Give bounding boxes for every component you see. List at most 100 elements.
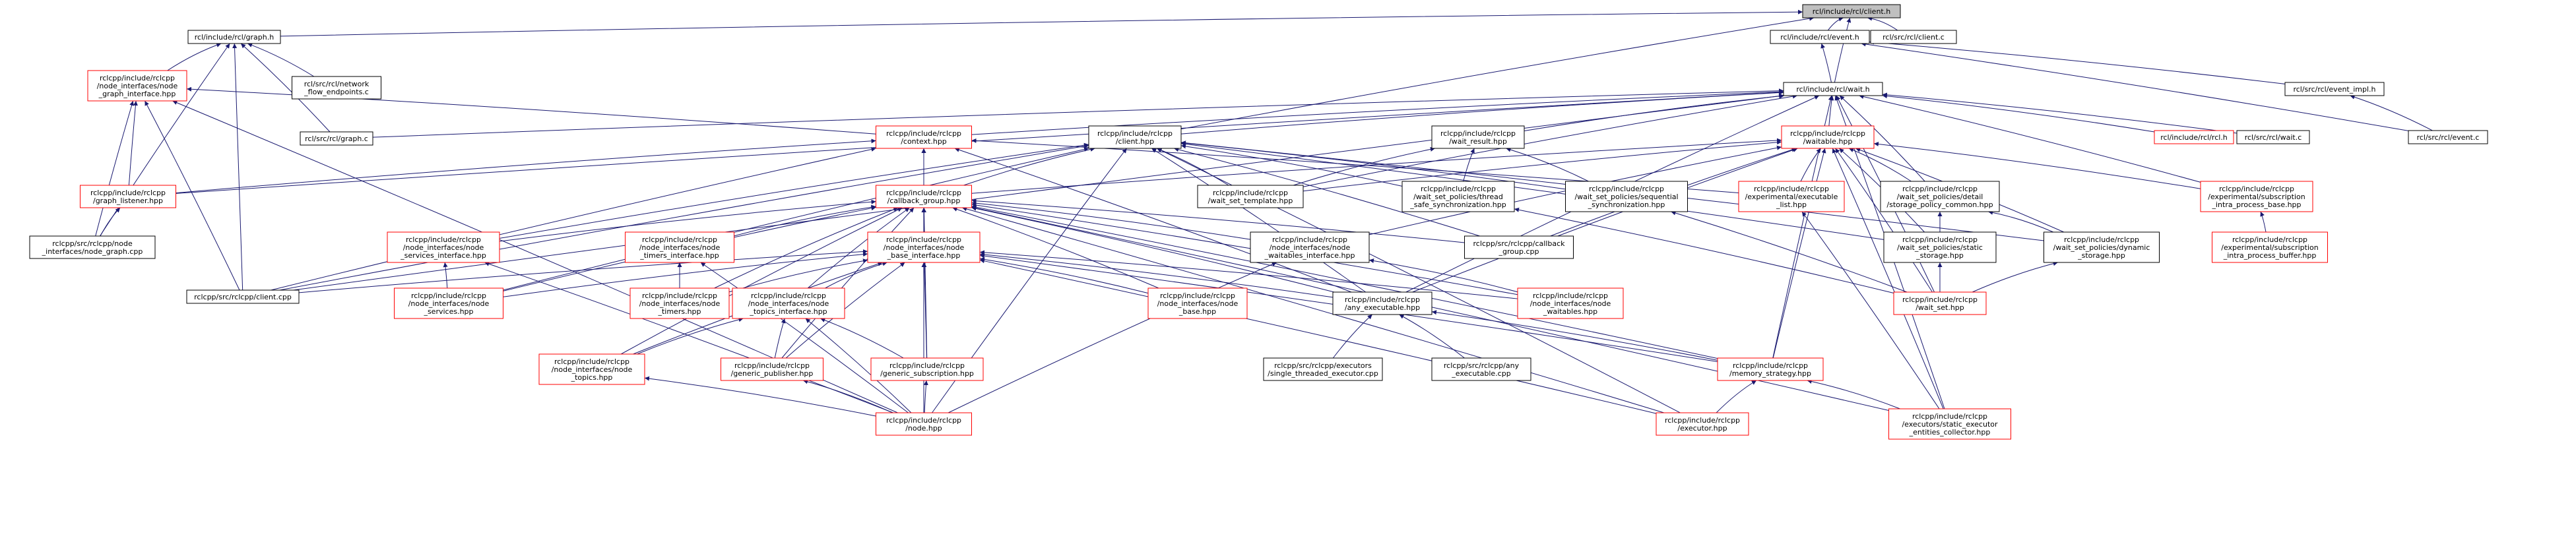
edge-event_h-to-event_impl_h — [1869, 40, 2286, 84]
node-context-hpp[interactable]: rclcpp/include/rclcpp/context.hpp — [876, 125, 972, 149]
node-label-line: /callback_group.hpp — [887, 196, 961, 205]
node-label-line: /node_interfaces/node — [639, 243, 721, 252]
node-box — [1088, 125, 1182, 149]
edge-wait_result-to-sequential — [1506, 147, 1589, 182]
node-node-topics-if[interactable]: rclcpp/include/rclcpp/node_interfaces/no… — [732, 287, 845, 319]
node-node-timers-if[interactable]: rclcpp/include/rclcpp/node_interfaces/no… — [625, 231, 734, 263]
node-box — [387, 231, 500, 263]
node-box — [876, 185, 972, 208]
node-thread-safe[interactable]: rclcpp/include/rclcpp/wait_set_policies/… — [1401, 181, 1515, 212]
node-node-hpp[interactable]: rclcpp/include/rclcpp/node.hpp — [876, 412, 972, 436]
node-static-executor[interactable]: rclcpp/include/rclcpp/executors/static_e… — [1888, 408, 2011, 440]
node-label-line: /node_interfaces/node — [748, 299, 829, 308]
node-box — [876, 412, 972, 436]
edge-wait_h-to-sub_ip_base — [1859, 94, 2201, 183]
node-client-cpp[interactable]: rclcpp/src/rclcpp/client.cpp — [186, 289, 300, 304]
node-label-line: /node_interfaces/node — [408, 299, 490, 308]
node-event-h[interactable]: rcl/include/rcl/event.h — [1770, 30, 1870, 44]
node-rcl-h[interactable]: rcl/include/rcl/rcl.h — [2154, 130, 2234, 144]
node-label-line: rcl/src/rcl/graph.c — [305, 135, 368, 143]
node-client-hpp[interactable]: rclcpp/include/rclcpp/client.hpp — [1088, 125, 1182, 149]
edges-layer — [95, 9, 2433, 417]
node-sub-ip-buffer[interactable]: rclcpp/include/rclcpp/experimental/subsc… — [2212, 231, 2328, 263]
node-box — [2200, 181, 2313, 212]
node-event-c[interactable]: rcl/src/rcl/event.c — [2408, 130, 2488, 144]
node-sub-ip-base[interactable]: rclcpp/include/rclcpp/experimental/subsc… — [2200, 181, 2313, 212]
node-box — [1565, 181, 1688, 212]
node-box — [1197, 185, 1304, 208]
node-label-line: _executable.cpp — [1451, 369, 1510, 378]
node-label-line: _services.hpp — [423, 307, 473, 316]
node-generic-publisher[interactable]: rclcpp/include/rclcpp/generic_publisher.… — [721, 357, 823, 381]
node-generic-subscription[interactable]: rclcpp/include/rclcpp/generic_subscripti… — [870, 357, 984, 381]
node-label-line: _interfaces/node_graph.cpp — [42, 247, 143, 256]
node-memory-strategy[interactable]: rclcpp/include/rclcpp/memory_strategy.hp… — [1717, 357, 1824, 381]
node-label-line: /single_threaded_executor.cpp — [1268, 369, 1378, 378]
node-box — [629, 287, 730, 319]
node-box — [1888, 408, 2011, 440]
node-executor-hpp[interactable]: rclcpp/include/rclcpp/executor.hpp — [1656, 412, 1749, 436]
node-node-graph-cpp[interactable]: rclcpp/src/rclcpp/node_interfaces/node_g… — [29, 235, 156, 259]
edge-root-to-graph_h — [280, 9, 1803, 37]
node-any-executable-cpp[interactable]: rclcpp/src/rclcpp/any_executable.cpp — [1431, 357, 1531, 381]
edge-memory_strategy-to-static_executor — [1807, 379, 1900, 409]
node-graph-h[interactable]: rcl/include/rcl/graph.h — [187, 30, 281, 44]
node-any-executable[interactable]: rclcpp/include/rclcpp/any_executable.hpp — [1332, 291, 1433, 315]
node-label-line: rclcpp/include/rclcpp — [734, 361, 810, 370]
node-root[interactable]: rcl/include/rcl/client.h — [1802, 4, 1901, 18]
node-label-line: rclcpp/include/rclcpp — [1421, 185, 1496, 193]
node-box — [300, 131, 373, 146]
node-label-line: _list.hpp — [1776, 200, 1807, 209]
edge-node_services_if-to-node_hpp — [484, 262, 894, 413]
node-single-threaded[interactable]: rclcpp/src/rclcpp/executors/single_threa… — [1263, 357, 1383, 381]
node-callback-group-cpp[interactable]: rclcpp/src/rclcpp/callback_group.cpp — [1464, 235, 1574, 259]
node-label-line: rclcpp/src/rclcpp/callback — [1473, 239, 1565, 248]
node-node-services-if[interactable]: rclcpp/include/rclcpp/node_interfaces/no… — [387, 231, 500, 263]
node-box — [2236, 130, 2310, 144]
node-node-base-if[interactable]: rclcpp/include/rclcpp/node_interfaces/no… — [867, 231, 981, 263]
node-wait-c[interactable]: rcl/src/rcl/wait.c — [2236, 130, 2310, 144]
node-label-line: _intra_process_base.hpp — [2211, 200, 2301, 209]
node-label-line: /experimental/executable — [1745, 193, 1838, 201]
edge-node_waitables_if-to-node_waitables_hpp — [1368, 258, 1518, 293]
node-node-services-hpp[interactable]: rclcpp/include/rclcpp/node_interfaces/no… — [394, 287, 503, 319]
node-node-waitables-if[interactable]: rclcpp/include/rclcpp/node_interfaces/no… — [1250, 231, 1370, 263]
node-wait-set-hpp[interactable]: rclcpp/include/rclcpp/wait_set.hpp — [1893, 291, 1987, 315]
node-static-storage[interactable]: rclcpp/include/rclcpp/wait_set_policies/… — [1883, 231, 1997, 263]
node-wait-h[interactable]: rcl/include/rcl/wait.h — [1783, 82, 1883, 96]
node-wait-result[interactable]: rclcpp/include/rclcpp/wait_result.hpp — [1431, 125, 1525, 149]
node-sequential[interactable]: rclcpp/include/rclcpp/wait_set_policies/… — [1565, 181, 1688, 212]
node-event-impl-h[interactable]: rcl/src/rcl/event_impl.h — [2284, 82, 2385, 96]
edge-wait_h-to-graph_c — [372, 88, 1784, 138]
node-callback-group[interactable]: rclcpp/include/rclcpp/callback_group.hpp — [876, 185, 972, 208]
node-storage-policy-common[interactable]: rclcpp/include/rclcpp/wait_set_policies/… — [1880, 181, 2000, 212]
node-label-line: rcl/include/rcl/wait.h — [1796, 85, 1869, 94]
node-graph-listener[interactable]: rclcpp/include/rclcpp/graph_listener.hpp — [80, 185, 176, 208]
edge-any_executable-to-memory_strategy — [1431, 310, 1718, 361]
node-label-line: /wait_set_template.hpp — [1208, 196, 1293, 205]
edge-waitable-to-static_executor — [1832, 148, 1944, 409]
node-exp-executable-list[interactable]: rclcpp/include/rclcpp/experimental/execu… — [1738, 181, 1845, 212]
node-network-flow[interactable]: rcl/src/rcl/network_flow_endpoints.c — [292, 76, 381, 100]
node-dynamic-storage[interactable]: rclcpp/include/rclcpp/wait_set_policies/… — [2044, 231, 2160, 263]
node-box — [292, 76, 381, 100]
node-label-line: rclcpp/include/rclcpp — [1533, 291, 1608, 300]
node-node-topics-hpp[interactable]: rclcpp/include/rclcpp/node_interfaces/no… — [538, 353, 645, 385]
node-node-base-hpp[interactable]: rclcpp/include/rclcpp/node_interfaces/no… — [1147, 287, 1248, 319]
node-label-line: _synchronization.hpp — [1588, 200, 1665, 209]
edge-node_timers_if-to-node_hpp — [700, 262, 909, 413]
node-waitable[interactable]: rclcpp/include/rclcpp/waitable.hpp — [1781, 125, 1875, 149]
node-label-line: /context.hpp — [901, 137, 947, 146]
node-node-waitables-hpp[interactable]: rclcpp/include/rclcpp/node_interfaces/no… — [1517, 287, 1624, 319]
node-node-graph-if[interactable]: rclcpp/include/rclcpp/node_interfaces/no… — [87, 70, 187, 102]
edge-wait_result-to-thread_safe — [1463, 148, 1475, 182]
node-box — [1250, 231, 1370, 263]
node-label-line: /generic_publisher.hpp — [731, 369, 814, 378]
node-graph-c[interactable]: rcl/src/rcl/graph.c — [300, 131, 373, 146]
edge-graph_h-to-graph_c — [240, 43, 331, 133]
edge-wait_h-to-wait_set_template — [1303, 94, 1797, 187]
node-wait-set-template[interactable]: rclcpp/include/rclcpp/wait_set_template.… — [1197, 185, 1304, 208]
node-client-c[interactable]: rcl/src/rcl/client.c — [1870, 30, 1957, 44]
node-node-timers-hpp[interactable]: rclcpp/include/rclcpp/node_interfaces/no… — [629, 287, 730, 319]
node-label-line: _graph_interface.hpp — [98, 90, 176, 98]
